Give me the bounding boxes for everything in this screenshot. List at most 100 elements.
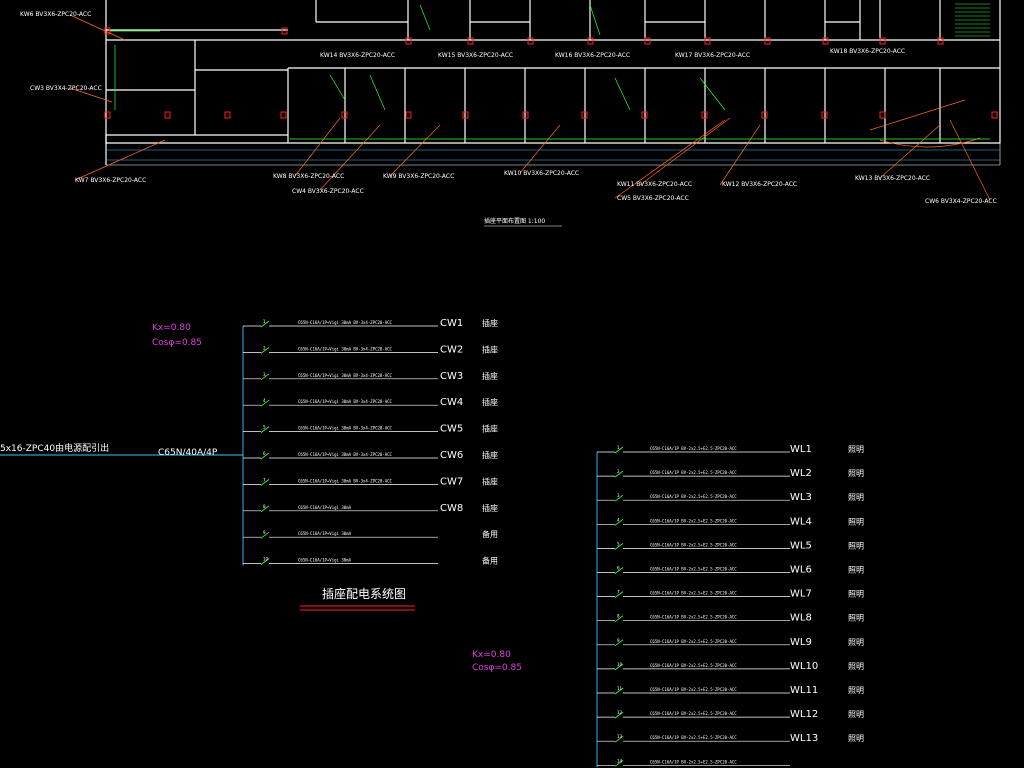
circuit-row: 8 C65N-C16A/1P BV-2x2.5+E2.5-ZPC20-ACC WL8… — [597, 613, 864, 624]
circuit-use: 照明 — [848, 662, 864, 671]
circuit-spec: C65N-C16A/1P+Vigi 30mA BV-3x4-ZPC20-ACC — [298, 426, 393, 431]
circuit-use: 插座 — [482, 476, 498, 486]
socket-cos: Cosφ=0.85 — [152, 338, 202, 348]
circuit-name: WL7 — [790, 589, 812, 600]
circuit-spec: C65N-C16A/1P BV-2x2.5+E2.5-ZPC20-ACC — [650, 663, 737, 668]
row-index: 9 — [617, 638, 620, 643]
row-index: 10 — [263, 557, 269, 562]
circuit-use: 备用 — [482, 556, 498, 566]
circuit-use: 照明 — [848, 710, 864, 719]
circuit-spec: C65N-C16A/1P BV-2x2.5+E2.5-ZPC20-ACC — [650, 518, 737, 523]
circuit-spec: C65N-C16A/1P BV-2x2.5+E2.5-ZPC20-ACC — [650, 639, 737, 644]
breaker-switch-icon — [260, 479, 270, 486]
breaker-switch-icon — [614, 567, 624, 574]
circuit-use: 插座 — [482, 503, 498, 513]
circuit-spec: C65N-C16A/1P BV-2x2.5+E2.5-ZPC20-ACC — [650, 542, 737, 547]
circuit-use: 照明 — [848, 686, 864, 695]
stair-hatch — [955, 3, 990, 37]
row-index: 5 — [617, 541, 620, 546]
breaker-switch-icon — [614, 711, 624, 719]
circuit-name: CW8 — [440, 503, 463, 514]
callout-cw5: CW5 BV3X6-ZPC20-ACC — [617, 195, 689, 202]
circuit-spec: C65N-C16A/1P+Vigi 30mA BV-3x4-ZPC20-ACC — [298, 452, 393, 457]
breaker-switch-icon — [260, 505, 270, 513]
circuit-spec: C65N-C16A/1P BV-2x2.5+E2.5-ZPC20-ACC — [650, 446, 737, 451]
breaker-switch-icon — [614, 470, 624, 478]
circuit-use: 照明 — [848, 517, 864, 526]
lighting-cos: Cosφ=0.85 — [472, 663, 522, 673]
callout-kw17: KW17 BV3X6-ZPC20-ACC — [675, 52, 750, 59]
circuit-name: WL11 — [790, 685, 818, 696]
circuit-name: CW4 — [440, 397, 463, 408]
dimension-line — [106, 149, 1000, 161]
callout-kw16: KW16 BV3X6-ZPC20-ACC — [555, 52, 630, 59]
row-index: 13 — [617, 734, 623, 739]
circuit-name: WL1 — [790, 444, 812, 455]
breaker-switch-icon — [260, 426, 270, 433]
row-index: 10 — [617, 662, 623, 667]
circuit-spec: C65N-C16A/1P BV-2x2.5+E2.5-ZPC20-ACC — [650, 470, 737, 475]
circuit-name: WL6 — [790, 565, 812, 576]
circuit-use: 照明 — [848, 590, 864, 599]
plan-wiring — [110, 4, 990, 140]
circuit-spec: C65N-C16A/1P+Vigi 30mA — [298, 505, 352, 510]
circuit-spec: C65N-C16A/1P BV-2x2.5+E2.5-ZPC20-ACC — [650, 687, 737, 692]
circuit-name: CW6 — [440, 450, 463, 461]
circuit-name: CW3 — [440, 371, 463, 382]
breaker-switch-icon — [614, 663, 624, 671]
circuit-use: 插座 — [482, 318, 498, 328]
circuit-spec: C65N-C16A/1P+Vigi 30mA — [298, 558, 352, 563]
circuit-use: 插座 — [482, 424, 498, 434]
breaker-switch-icon — [614, 446, 624, 454]
circuit-spec: C65N-C16A/1P BV-2x2.5+E2.5-ZPC20-ACC — [650, 615, 737, 620]
row-index: 4 — [617, 517, 620, 522]
circuit-spec: C65N-C16A/1P+Vigi 30mA — [298, 531, 352, 536]
callout-kw18: KW18 BV3X6-ZPC20-ACC — [830, 48, 905, 55]
socket-kx: Kx=0.80 — [152, 323, 191, 333]
breaker-switch-icon — [260, 531, 270, 539]
circuit-name: WL8 — [790, 613, 812, 624]
floor-plan: KW6 BV3X6-ZPC20-ACC CW3 BV3X4-ZPC20-ACC … — [20, 0, 1001, 227]
row-index: 14 — [617, 758, 623, 763]
circuit-spec: C65N-C16A/1P BV-2x2.5+E2.5-ZPC20-ACC — [650, 759, 737, 764]
breaker-switch-icon — [614, 518, 624, 526]
breaker-switch-icon — [260, 373, 270, 381]
circuit-row: 1 C65N-C16A/1P BV-2x2.5+E2.5-ZPC20-ACC WL1… — [597, 444, 864, 455]
circuit-use: 照明 — [848, 469, 864, 478]
callout-kw10: KW10 BV3X6-ZPC20-ACC — [504, 170, 579, 177]
breaker-switch-icon — [614, 615, 624, 623]
circuit-spec: C65N-C16A/1P BV-2x2.5+E2.5-ZPC20-ACC — [650, 591, 737, 596]
row-index: 1 — [617, 445, 620, 450]
distribution-boxes — [104, 27, 998, 119]
breaker-switch-icon — [614, 759, 624, 767]
row-index: 8 — [617, 614, 620, 619]
callout-kw11: KW11 BV3X6-ZPC20-ACC — [617, 181, 692, 188]
circuit-name: WL2 — [790, 468, 812, 479]
plan-walls — [105, 0, 1001, 166]
circuit-row: 2 C65N-C16A/1P BV-2x2.5+E2.5-ZPC20-ACC WL2… — [597, 468, 864, 479]
circuit-spec: C65N-C16A/1P BV-2x2.5+E2.5-ZPC20-ACC — [650, 711, 737, 716]
breaker-switch-icon — [260, 558, 270, 565]
row-index: 2 — [617, 469, 620, 474]
circuit-name: CW2 — [440, 344, 463, 355]
circuit-use: 照明 — [848, 566, 864, 575]
row-index: 3 — [263, 372, 266, 377]
row-index: 12 — [617, 710, 623, 715]
callout-kw15: KW15 BV3X6-ZPC20-ACC — [438, 52, 513, 59]
lighting-kx: Kx=0.80 — [472, 650, 511, 660]
circuit-name: WL13 — [790, 733, 818, 744]
circuit-name: CW7 — [440, 476, 463, 487]
circuit-spec: C65N-C16A/1P BV-2x2.5+E2.5-ZPC20-ACC — [650, 494, 737, 499]
